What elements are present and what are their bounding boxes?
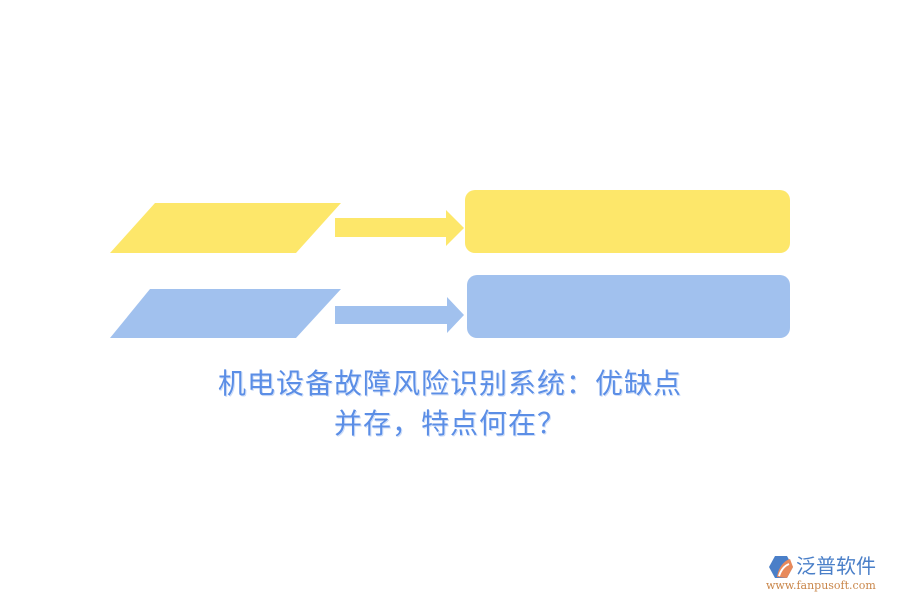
brand-url[interactable]: www.fanpusoft.com [766, 579, 876, 592]
output-box-yellow [465, 190, 790, 253]
output-box-blue [467, 275, 790, 338]
brand-name: 泛普软件 [796, 554, 876, 578]
right-arrow-icon [335, 297, 464, 333]
page-title: 机电设备故障风险识别系统：优缺点 并存，特点何在？ [150, 364, 750, 444]
brand-logo[interactable]: 泛普软件 www.fanpusoft.com [766, 553, 896, 595]
input-parallelogram-blue [110, 289, 341, 338]
title-line-2: 并存，特点何在？ [333, 407, 566, 440]
title-line-1: 机电设备故障风险识别系统：优缺点 [217, 367, 682, 400]
diagram-row-2 [110, 275, 790, 338]
fanpu-hexagon-logo-icon [769, 556, 793, 578]
right-arrow-icon [335, 210, 464, 246]
diagram-row-1 [110, 190, 790, 253]
input-parallelogram-yellow [110, 203, 341, 253]
